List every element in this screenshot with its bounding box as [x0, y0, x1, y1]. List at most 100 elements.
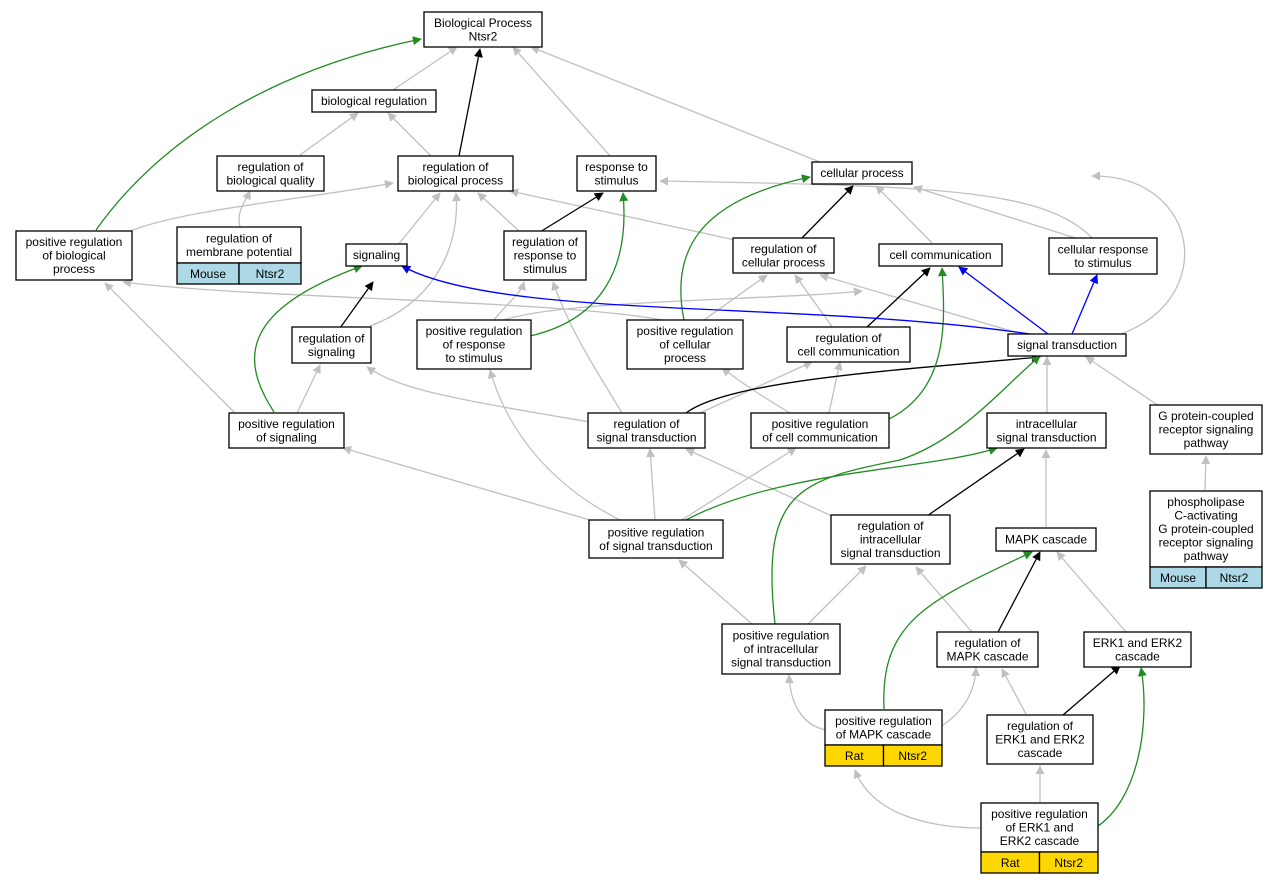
term-label-line: of intracellular: [744, 642, 819, 656]
term-label-line: intracellular: [1016, 417, 1077, 431]
edge-is-a: [496, 287, 863, 324]
edge-regulates: [401, 265, 1031, 335]
term-box: [216, 155, 325, 192]
edge-is-a: [699, 361, 813, 414]
go-term-node-cell-communication[interactable]: cell communication: [878, 243, 1003, 267]
go-term-node-mapk-cascade[interactable]: MAPK cascade: [995, 527, 1097, 552]
term-box: [1149, 404, 1263, 455]
edge-is-a: [551, 281, 623, 414]
edge-is-a: [679, 447, 797, 522]
term-label-line: regulation of: [237, 160, 304, 174]
term-box: [986, 714, 1094, 765]
term-label-line: receptor signaling: [1159, 423, 1254, 437]
term-label-line: cellular response: [1058, 242, 1149, 256]
edge-part-of: [799, 185, 854, 241]
term-label-line: to stimulus: [1074, 256, 1131, 270]
term-label-line: regulation of: [857, 519, 924, 533]
term-box: [588, 519, 724, 559]
term-box: [1048, 237, 1158, 275]
term-label-line: regulation of: [512, 235, 579, 249]
term-box: [811, 161, 913, 185]
edge-positively-regulates: [685, 446, 998, 521]
edge-is-a: [238, 190, 251, 228]
term-label-line: to stimulus: [445, 351, 502, 365]
term-label-line: intracellular: [860, 533, 921, 547]
edge-is-a: [299, 112, 359, 156]
edge-is-a: [369, 192, 462, 327]
term-label-line: stimulus: [594, 173, 638, 187]
term-box: [311, 89, 437, 113]
go-term-node-signaling[interactable]: signaling: [345, 243, 408, 267]
go-term-node-signal-transduction[interactable]: signal transduction: [1007, 333, 1127, 357]
term-label-line: Biological Process: [434, 16, 532, 30]
term-label-line: regulation of: [750, 242, 817, 256]
term-box: [15, 230, 133, 281]
term-box: [878, 243, 1003, 267]
term-label-line: positive regulation: [733, 629, 830, 643]
edge-is-a: [1201, 455, 1211, 491]
edge-positively-regulates: [680, 174, 811, 321]
term-box: [980, 802, 1099, 853]
go-term-node-cellular-process[interactable]: cellular process: [811, 161, 913, 185]
edge-is-a: [509, 188, 736, 241]
term-label-line: receptor signaling: [1159, 536, 1254, 550]
edge-is-a: [1091, 171, 1186, 336]
term-box: [503, 230, 587, 281]
term-box: [1083, 631, 1192, 668]
edge-is-a: [387, 112, 433, 158]
term-label-line: of signal transduction: [599, 539, 712, 553]
term-label-line: signal transduction: [596, 430, 696, 444]
edge-is-a: [784, 674, 827, 731]
term-label-line: biological process: [408, 173, 503, 187]
edge-is-a: [477, 192, 521, 233]
go-term-node-biological-regulation[interactable]: biological regulation: [311, 89, 437, 113]
term-label-line: positive regulation: [835, 714, 932, 728]
term-label-line: pathway: [1184, 549, 1229, 563]
term-box: [416, 319, 532, 370]
edge-is-a: [646, 448, 656, 521]
term-box: [291, 326, 372, 364]
edge-is-a: [492, 281, 526, 322]
edge-positively-regulates: [95, 36, 422, 231]
edge-is-a: [942, 667, 981, 726]
term-label-line: positive regulation: [426, 324, 523, 338]
term-label-line: signal transduction: [1017, 338, 1117, 352]
edge-is-a: [875, 185, 933, 244]
term-label-line: membrane potential: [186, 245, 292, 259]
edge-part-of: [339, 281, 374, 329]
term-label-line: pathway: [1184, 436, 1229, 450]
edge-is-a: [487, 369, 621, 521]
term-box: [1007, 333, 1127, 357]
term-box: [397, 155, 514, 192]
term-label-line: regulation of: [298, 331, 365, 345]
gene-label: Ntsr2: [1220, 571, 1249, 585]
